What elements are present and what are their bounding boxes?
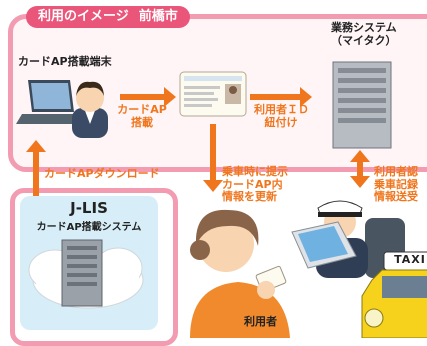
card-ap-install-label: カードAP 搭載 bbox=[115, 103, 169, 129]
clerk-icon bbox=[72, 81, 108, 138]
laptop-icon bbox=[16, 80, 88, 124]
boarding-update-label: 乗車時に提示 カードAP内 情報を更新 bbox=[222, 165, 288, 204]
boarding-update-line-1: 乗車時に提示 bbox=[222, 165, 288, 178]
header-city: 前橋市 bbox=[138, 9, 178, 24]
boarding-update-line-2: カードAP内 bbox=[222, 177, 283, 191]
hand-card-icon bbox=[255, 265, 287, 299]
taxi-send-line-2: 乗車記録 bbox=[374, 177, 418, 191]
jlis-name: J-LIS bbox=[70, 199, 108, 217]
business-system-name: 業務システム bbox=[331, 21, 397, 34]
taxi-car-icon bbox=[361, 251, 427, 338]
card-ap-install-line-1: カードAP bbox=[117, 103, 167, 116]
business-server-icon bbox=[332, 61, 392, 149]
user-label: 利用者 bbox=[244, 315, 277, 328]
arrow-card-ap-download bbox=[26, 140, 46, 196]
jlis-server-icon bbox=[61, 239, 103, 307]
terminal-label: カードAP搭載端末 bbox=[18, 55, 112, 68]
arrow-user-id-link bbox=[250, 87, 312, 107]
user-icon bbox=[190, 209, 290, 338]
arrow-card-ap-install bbox=[120, 87, 176, 107]
card-reader-icon bbox=[291, 221, 357, 269]
header-tag: 利用のイメージ前橋市 bbox=[26, 6, 190, 28]
taxi-send-line-3: 情報送受 bbox=[374, 190, 418, 204]
boarding-update-line-3: 情報を更新 bbox=[222, 190, 277, 204]
diagram-graphics bbox=[16, 61, 427, 338]
taxi-send-line-1: 利用者認 bbox=[374, 165, 418, 178]
taxi-send-label: 利用者認 乗車記録 情報送受 bbox=[374, 165, 418, 204]
user-id-link-line-2: 紐付け bbox=[264, 115, 298, 129]
arrow-taxi-send bbox=[350, 150, 370, 188]
my-number-card-icon bbox=[179, 71, 247, 117]
card-ap-install-line-2: 搭載 bbox=[131, 115, 153, 129]
card-ap-download-label: カードAPダウンロード bbox=[44, 167, 160, 180]
header-title: 利用のイメージ bbox=[38, 9, 129, 24]
business-system-label: 業務システム （マイタク） bbox=[331, 21, 397, 47]
user-id-link-line-1: 利用者ＩＤ bbox=[254, 103, 309, 116]
arrow-boarding-update bbox=[203, 124, 223, 192]
user-id-link-label: 利用者ＩＤ 紐付け bbox=[254, 103, 309, 129]
taxi-sign-text: TAXI bbox=[394, 253, 426, 266]
business-system-sub: （マイタク） bbox=[331, 33, 397, 47]
jlis-system-label: カードAP搭載システム bbox=[36, 222, 142, 233]
